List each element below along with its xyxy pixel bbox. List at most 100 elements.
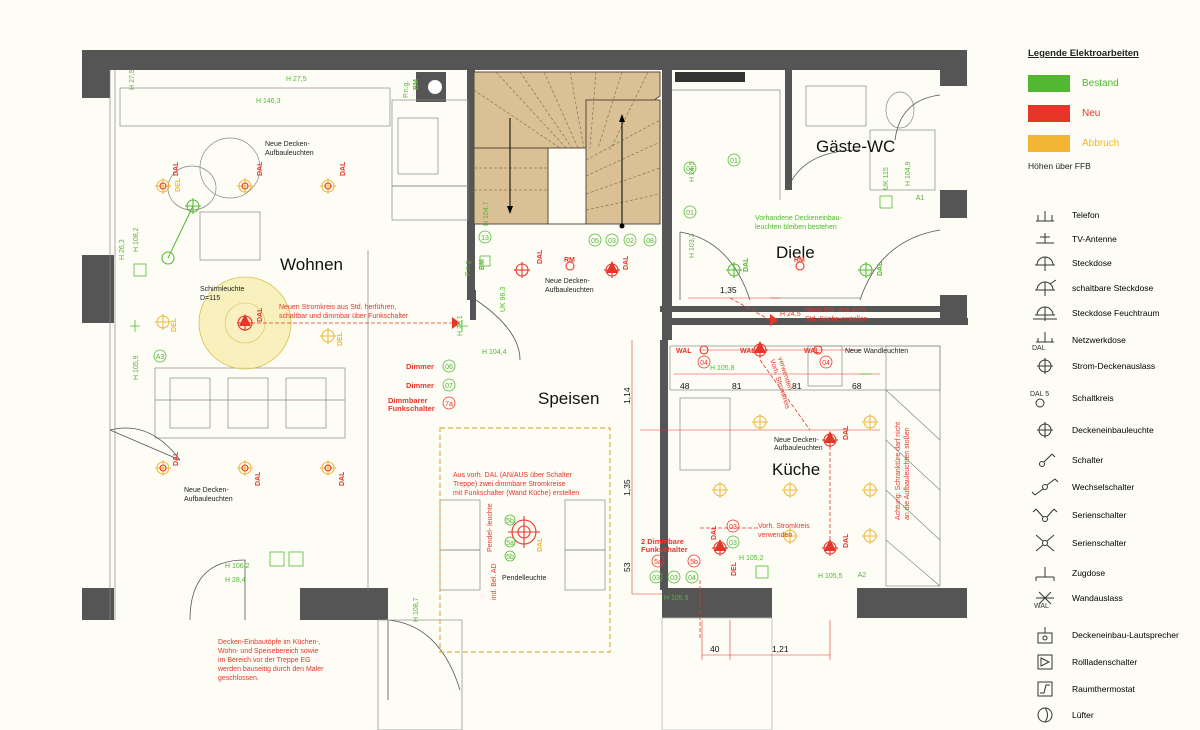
- mark-wal-2: WAL: [740, 348, 756, 355]
- mark-dal-7: DAL: [339, 471, 346, 486]
- svg-text:5b: 5b: [690, 559, 698, 566]
- dim-48: 48: [680, 381, 690, 391]
- svg-text:01: 01: [686, 210, 694, 217]
- recessed-light-symbol-icon: [1037, 422, 1053, 438]
- mark-dal-13: DAL: [743, 257, 750, 272]
- legend-title: Legende Elektroarbeiten: [1028, 48, 1139, 59]
- legend-symbol-row: Deckeneinbauleuchte: [1028, 420, 1198, 440]
- mark-dal-3: DAL: [340, 161, 347, 176]
- dining-zone: [439, 427, 611, 653]
- note-dimmer-1: Dimmer: [406, 362, 434, 371]
- legend-symbol-row: DAL 5 Schaltkreis: [1028, 388, 1198, 408]
- svg-text:04: 04: [700, 360, 708, 367]
- legend-symbol-row: WAL Wandauslass: [1028, 588, 1198, 608]
- two-way-switch-symbol-icon: [1031, 478, 1059, 496]
- height-h1052: H 105,2: [739, 555, 764, 562]
- legend-symbol-row: Serienschalter: [1028, 505, 1198, 525]
- note-new-ceiling-lights-2a: Neue Decken-: [545, 278, 590, 285]
- mark-wal-1: WAL: [676, 348, 692, 355]
- svg-text:02: 02: [626, 238, 634, 245]
- mark-rm-2: RM: [794, 257, 805, 264]
- room-label-diele: Diele: [776, 243, 815, 262]
- mark-wal-3: WAL: [804, 348, 820, 355]
- height-h263: H 26,3: [119, 239, 126, 260]
- height-h261: H 26,1: [457, 315, 464, 336]
- legend-abbruch-label: Abbruch: [1082, 137, 1120, 149]
- svg-text:04: 04: [822, 360, 830, 367]
- tv-antenna-symbol-icon: [1036, 233, 1054, 244]
- mark-dal-1: DAL: [173, 161, 180, 176]
- dim-135-diele: 1,35: [720, 285, 737, 295]
- wall-outlet-symbol-icon: WAL: [1034, 591, 1054, 608]
- legend-symbol-label: Telefon: [1072, 210, 1100, 220]
- legend-symbol-row: Telefon: [1028, 205, 1198, 225]
- legend-symbol-label: Raumthermostat: [1072, 684, 1135, 694]
- ceiling-outlet-symbol-icon: [1037, 358, 1053, 374]
- dim-40: 40: [710, 644, 720, 654]
- note-cabinet-warning-a: Achtung: Schranktüre darf nicht: [895, 422, 902, 520]
- room-label-kueche: Küche: [772, 460, 820, 479]
- dim-81b: 81: [792, 381, 802, 391]
- legend-symbol-label: Lüfter: [1072, 710, 1094, 720]
- dim-68: 68: [852, 381, 862, 391]
- legend-neu: Neu: [1028, 101, 1196, 125]
- svg-text:03: 03: [652, 575, 660, 582]
- mark-del-4: DEL: [731, 561, 738, 576]
- svg-text:01: 01: [730, 158, 738, 165]
- legend-symbol-label: Wandauslass: [1072, 593, 1123, 603]
- svg-text:A2: A2: [858, 572, 867, 579]
- svg-text:5b: 5b: [506, 554, 514, 561]
- legend-symbol-row: Wechselschalter: [1028, 477, 1198, 497]
- svg-text:08: 08: [646, 238, 654, 245]
- height-h1049: H 104,9: [905, 161, 912, 186]
- dim-81a: 81: [732, 381, 742, 391]
- dim-121: 1,21: [772, 644, 789, 654]
- svg-text:A3: A3: [156, 354, 165, 361]
- note-dimmable-switch-a: Dimmbarer: [388, 396, 428, 405]
- note-kitchen-lights-b: Aufbauleuchten: [774, 445, 823, 452]
- height-h284: H 28,4: [225, 577, 246, 584]
- note-existing-ceiling-a: Vorhandene Deckeneinbau-: [755, 215, 842, 222]
- note-cabinet-warning-b: an die Aufbauleuchten stoßen: [904, 427, 911, 520]
- note-new-ceiling-lights-3a: Neue Decken-: [184, 487, 229, 494]
- mark-dal-4: DAL: [257, 307, 264, 322]
- legend-symbol-label: schaltbare Steckdose: [1072, 283, 1154, 293]
- note-indirect-lighting: ind. Bel. AD: [491, 563, 498, 600]
- note-new-circuit-a: Neuen Stromkreis aus Std. herführen,: [279, 304, 397, 311]
- doors: [109, 94, 941, 730]
- swatch-abbruch: [1028, 134, 1070, 152]
- svg-text:03: 03: [608, 238, 616, 245]
- svg-text:03: 03: [729, 524, 737, 531]
- note-new-socket-b: Std. Küche erstellen: [805, 316, 868, 323]
- switched-socket-symbol-icon: [1035, 279, 1057, 296]
- legend-symbol-label: Deckeneinbau-Lautsprecher: [1072, 630, 1179, 640]
- svg-text:06: 06: [445, 364, 453, 371]
- note-existing-circuit-a: Vorh. Stromkreis: [758, 523, 810, 530]
- svg-text:01: 01: [686, 166, 694, 173]
- note-new-socket-a: Neue Std. aus vorh.: [805, 307, 867, 314]
- series-switch-alt-symbol-icon: [1035, 534, 1055, 552]
- series-switch-symbol-icon: [1032, 508, 1058, 522]
- svg-text:DAL 5: DAL 5: [1030, 391, 1049, 398]
- ceiling-outlets: [155, 178, 878, 556]
- note-umbrella-lamp-a: Schirmleuchte: [200, 286, 244, 293]
- mark-dal-6: DAL: [255, 471, 262, 486]
- note-dal-split-b: Treppe) zwei dimmbare Stromkreise: [453, 481, 566, 488]
- legend-symbol-row: TV-Antenne: [1028, 229, 1198, 249]
- note-new-wall-lights: Neue Wandleuchten: [845, 348, 908, 355]
- note-dal-split-a: Aus vorh. DAL (AN/AUS über Schalter: [453, 472, 572, 479]
- wall-devices: [130, 195, 893, 579]
- mark-bm-2: BM: [479, 259, 486, 270]
- mark-dal-14: DAL: [877, 261, 884, 276]
- svg-text:5a: 5a: [654, 559, 662, 566]
- note-existing-ceiling-b: leuchten bleiben bestehen: [755, 224, 837, 231]
- socket-symbol-icon: [1035, 256, 1055, 271]
- legend-symbol-label: Deckeneinbauleuchte: [1072, 425, 1154, 435]
- legend-symbol-label: Serienschalter: [1072, 510, 1127, 520]
- note-cover-pots-c: im Bereich vor der Treppe EG: [218, 657, 311, 664]
- ceiling-speaker-symbol-icon: [1037, 627, 1053, 644]
- svg-text:03: 03: [729, 540, 737, 547]
- legend-symbol-label: Steckdose Feuchtraum: [1072, 308, 1160, 318]
- legend-symbol-row: DAL Netzwerkdose: [1028, 330, 1198, 350]
